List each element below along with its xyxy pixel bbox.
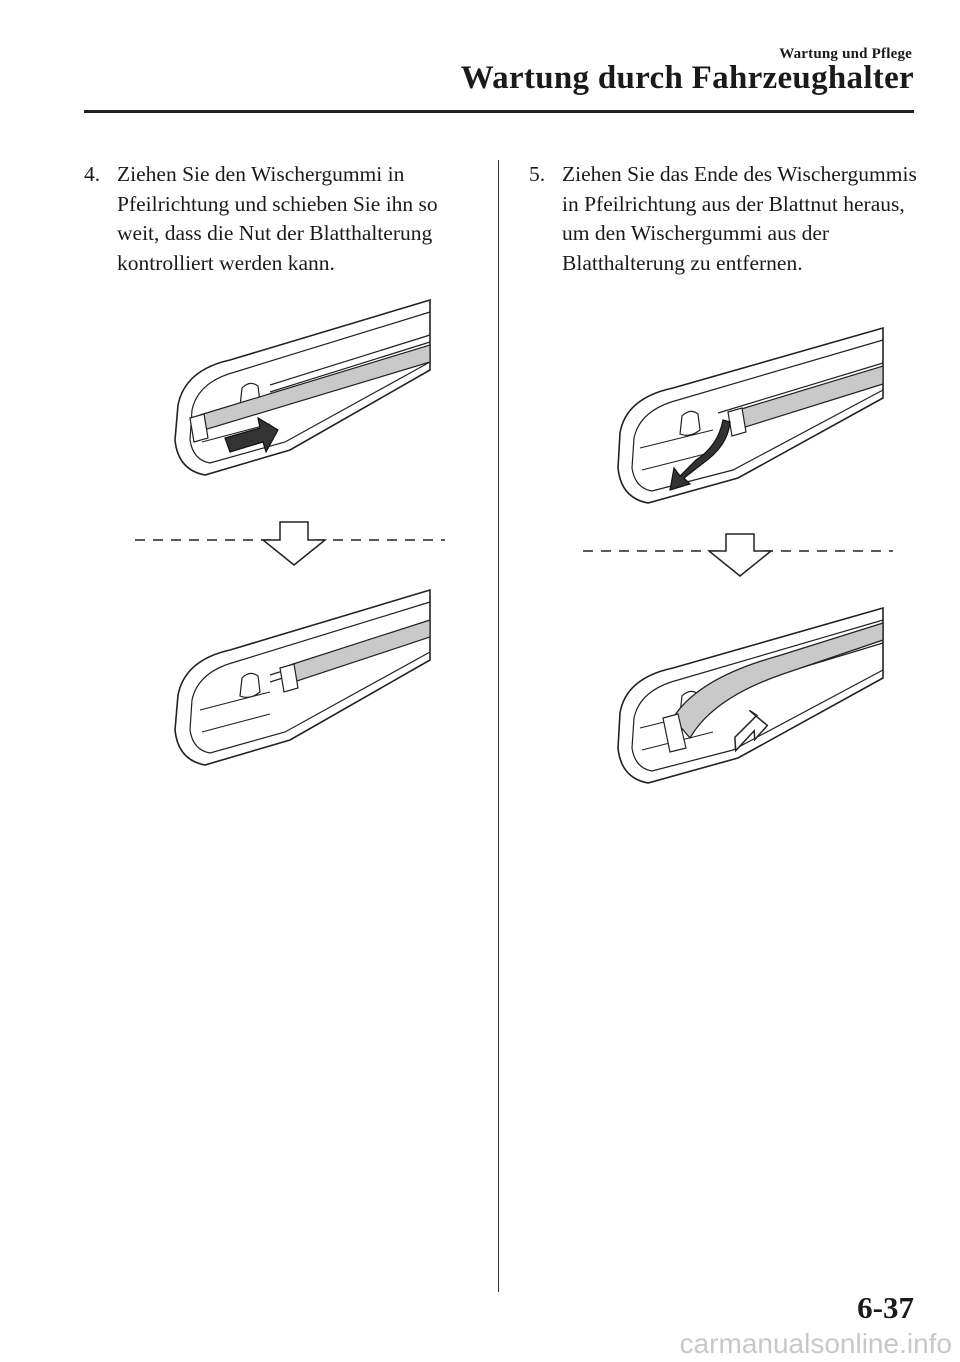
column-divider [498,160,499,1292]
step-4-text: Ziehen Sie den Wischergummi in Pfeilrich… [117,162,438,275]
watermark-text: carmanualsonline.info [679,1328,952,1359]
step-5-text: Ziehen Sie das Ende des Wischergummis in… [562,162,917,275]
page-title: Wartung durch Fahrzeughalter [460,60,914,96]
step-5: 5. Ziehen Sie das Ende des Wischergummis… [529,160,929,278]
step-4-number: 4. [84,162,101,186]
section-label: Wartung und Pflege [779,46,912,62]
step-4: 4. Ziehen Sie den Wischergummi in Pfeilr… [84,160,474,278]
step-5-number: 5. [529,162,546,186]
page-number: 6-37 [857,1290,914,1325]
step5-illustration [583,327,893,784]
title-rule [84,110,914,113]
step4-illustration [135,299,445,766]
